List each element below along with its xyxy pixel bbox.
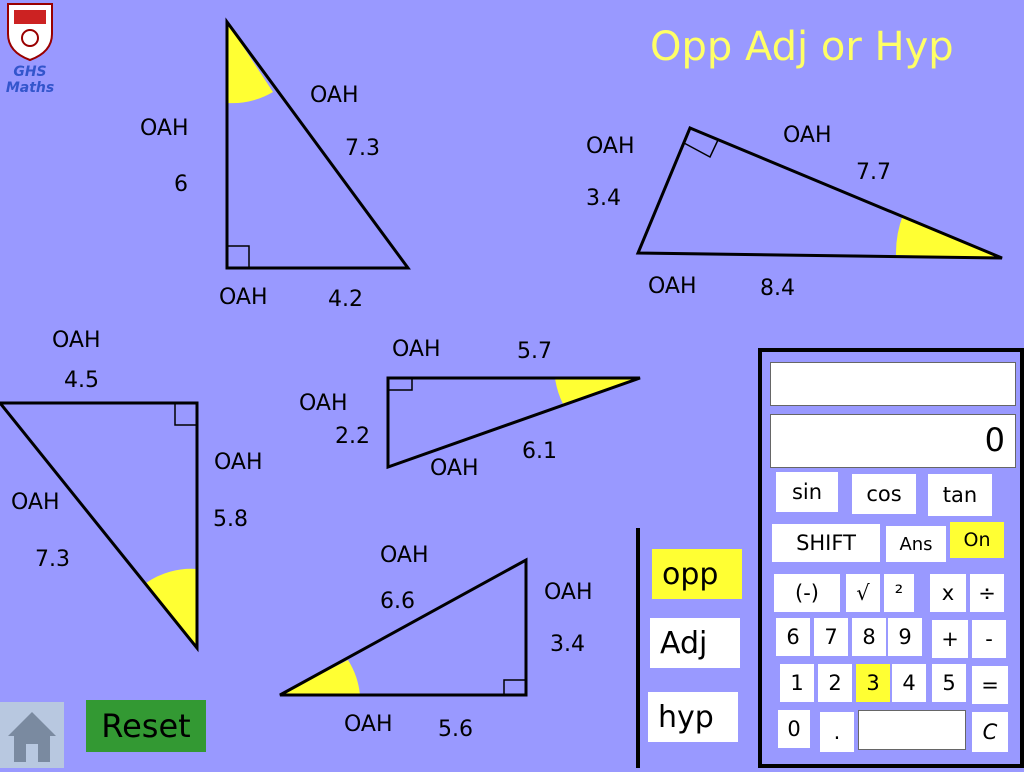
angle-marker-5 [280, 660, 360, 695]
calc-key-5[interactable]: 5 [932, 664, 966, 702]
calc-key-on[interactable]: On [950, 522, 1004, 558]
calc-key-sqrt[interactable]: √ [846, 574, 880, 612]
calc-key-4[interactable]: 4 [892, 664, 926, 702]
home-icon [8, 712, 56, 762]
school-logo: GHS Maths [0, 0, 60, 96]
answer-adj-button[interactable]: Adj [650, 618, 740, 668]
t1-side-label-hyp[interactable]: OAH [310, 83, 359, 108]
calc-key-6[interactable]: 6 [776, 618, 810, 656]
triangle-3 [0, 401, 199, 653]
calc-key-divide[interactable]: ÷ [970, 574, 1004, 612]
t2-value-adj: 7.7 [856, 160, 891, 185]
t1-value-hyp: 7.3 [345, 136, 380, 161]
t5-value-opp: 3.4 [550, 632, 585, 657]
calc-key-2[interactable]: 2 [818, 664, 852, 702]
t1-value-opp: 6 [174, 172, 188, 197]
t2-value-hyp: 8.4 [760, 276, 795, 301]
t4-value-opp: 2.2 [335, 424, 370, 449]
right-angle-marker-5 [503, 679, 526, 695]
t2-side-label-hyp[interactable]: OAH [648, 274, 697, 299]
calc-key-7[interactable]: 7 [814, 618, 848, 656]
t3-side-label-hyp[interactable]: OAH [11, 490, 60, 515]
right-angle-marker-1 [227, 245, 250, 268]
calc-key-blank[interactable] [858, 710, 966, 750]
page-title: Opp Adj or Hyp [650, 24, 954, 70]
home-button[interactable] [0, 702, 64, 768]
t5-side-label-opp[interactable]: OAH [544, 580, 593, 605]
t4-side-label-adj[interactable]: OAH [392, 337, 441, 362]
calc-key-minus[interactable]: - [972, 620, 1006, 658]
t1-side-label-opp[interactable]: OAH [140, 116, 189, 141]
answer-opp-button[interactable]: opp [652, 549, 742, 599]
calc-key-shift[interactable]: SHIFT [772, 524, 880, 562]
calc-result-display: 0 [770, 414, 1016, 468]
triangle-2 [635, 126, 1003, 260]
angle-marker-1 [227, 22, 273, 104]
calc-key-cos[interactable]: cos [852, 474, 916, 514]
t4-value-hyp: 6.1 [522, 439, 557, 464]
t3-value-hyp: 7.3 [35, 547, 70, 572]
right-angle-marker-4 [388, 378, 413, 391]
calc-key-multiply[interactable]: x [930, 574, 966, 612]
triangle-4 [386, 376, 641, 470]
calc-key-decimal[interactable]: . [820, 712, 854, 752]
answer-hyp-button[interactable]: hyp [648, 692, 738, 742]
divider [636, 528, 640, 768]
t1-side-label-adj[interactable]: OAH [219, 285, 268, 310]
calc-key-1[interactable]: 1 [780, 664, 814, 702]
t3-side-label-adj[interactable]: OAH [214, 450, 263, 475]
triangle-1 [225, 17, 411, 270]
calculator: 0 sin cos tan SHIFT Ans On (-) √ ² x ÷ 6… [758, 348, 1024, 768]
calc-key-clear[interactable]: C [972, 712, 1008, 752]
t5-value-adj: 5.6 [438, 717, 473, 742]
calc-key-sin[interactable]: sin [776, 472, 838, 512]
reset-button[interactable]: Reset [86, 700, 206, 752]
t5-side-label-hyp[interactable]: OAH [380, 543, 429, 568]
right-angle-marker-3 [174, 403, 197, 426]
t1-value-adj: 4.2 [328, 287, 363, 312]
angle-marker-3 [146, 568, 197, 648]
t5-side-label-adj[interactable]: OAH [344, 712, 393, 737]
calc-key-negative[interactable]: (-) [774, 574, 840, 612]
calc-key-ans[interactable]: Ans [886, 526, 946, 562]
triangle-5 [279, 557, 528, 697]
t3-value-top: 4.5 [64, 368, 99, 393]
t4-side-label-hyp[interactable]: OAH [430, 456, 479, 481]
calc-key-0[interactable]: 0 [778, 710, 810, 748]
logo-text: GHS Maths [5, 64, 55, 96]
t2-side-label-opp[interactable]: OAH [586, 134, 635, 159]
t3-value-adj: 5.8 [213, 507, 248, 532]
calc-key-9[interactable]: 9 [888, 618, 922, 656]
t4-value-adj: 5.7 [517, 339, 552, 364]
calc-expression-display [770, 362, 1016, 406]
calc-key-8[interactable]: 8 [852, 618, 886, 656]
calc-key-tan[interactable]: tan [928, 474, 992, 516]
calc-key-square[interactable]: ² [884, 574, 914, 612]
calc-key-3[interactable]: 3 [856, 664, 890, 702]
t3-side-label-top[interactable]: OAH [52, 328, 101, 353]
calc-key-plus[interactable]: + [932, 620, 968, 658]
t2-side-label-adj[interactable]: OAH [783, 123, 832, 148]
t5-value-hyp: 6.6 [380, 589, 415, 614]
t2-value-opp: 3.4 [586, 186, 621, 211]
t4-side-label-opp[interactable]: OAH [299, 391, 348, 416]
calc-key-equals[interactable]: = [972, 666, 1008, 704]
right-angle-marker-2 [683, 127, 720, 159]
